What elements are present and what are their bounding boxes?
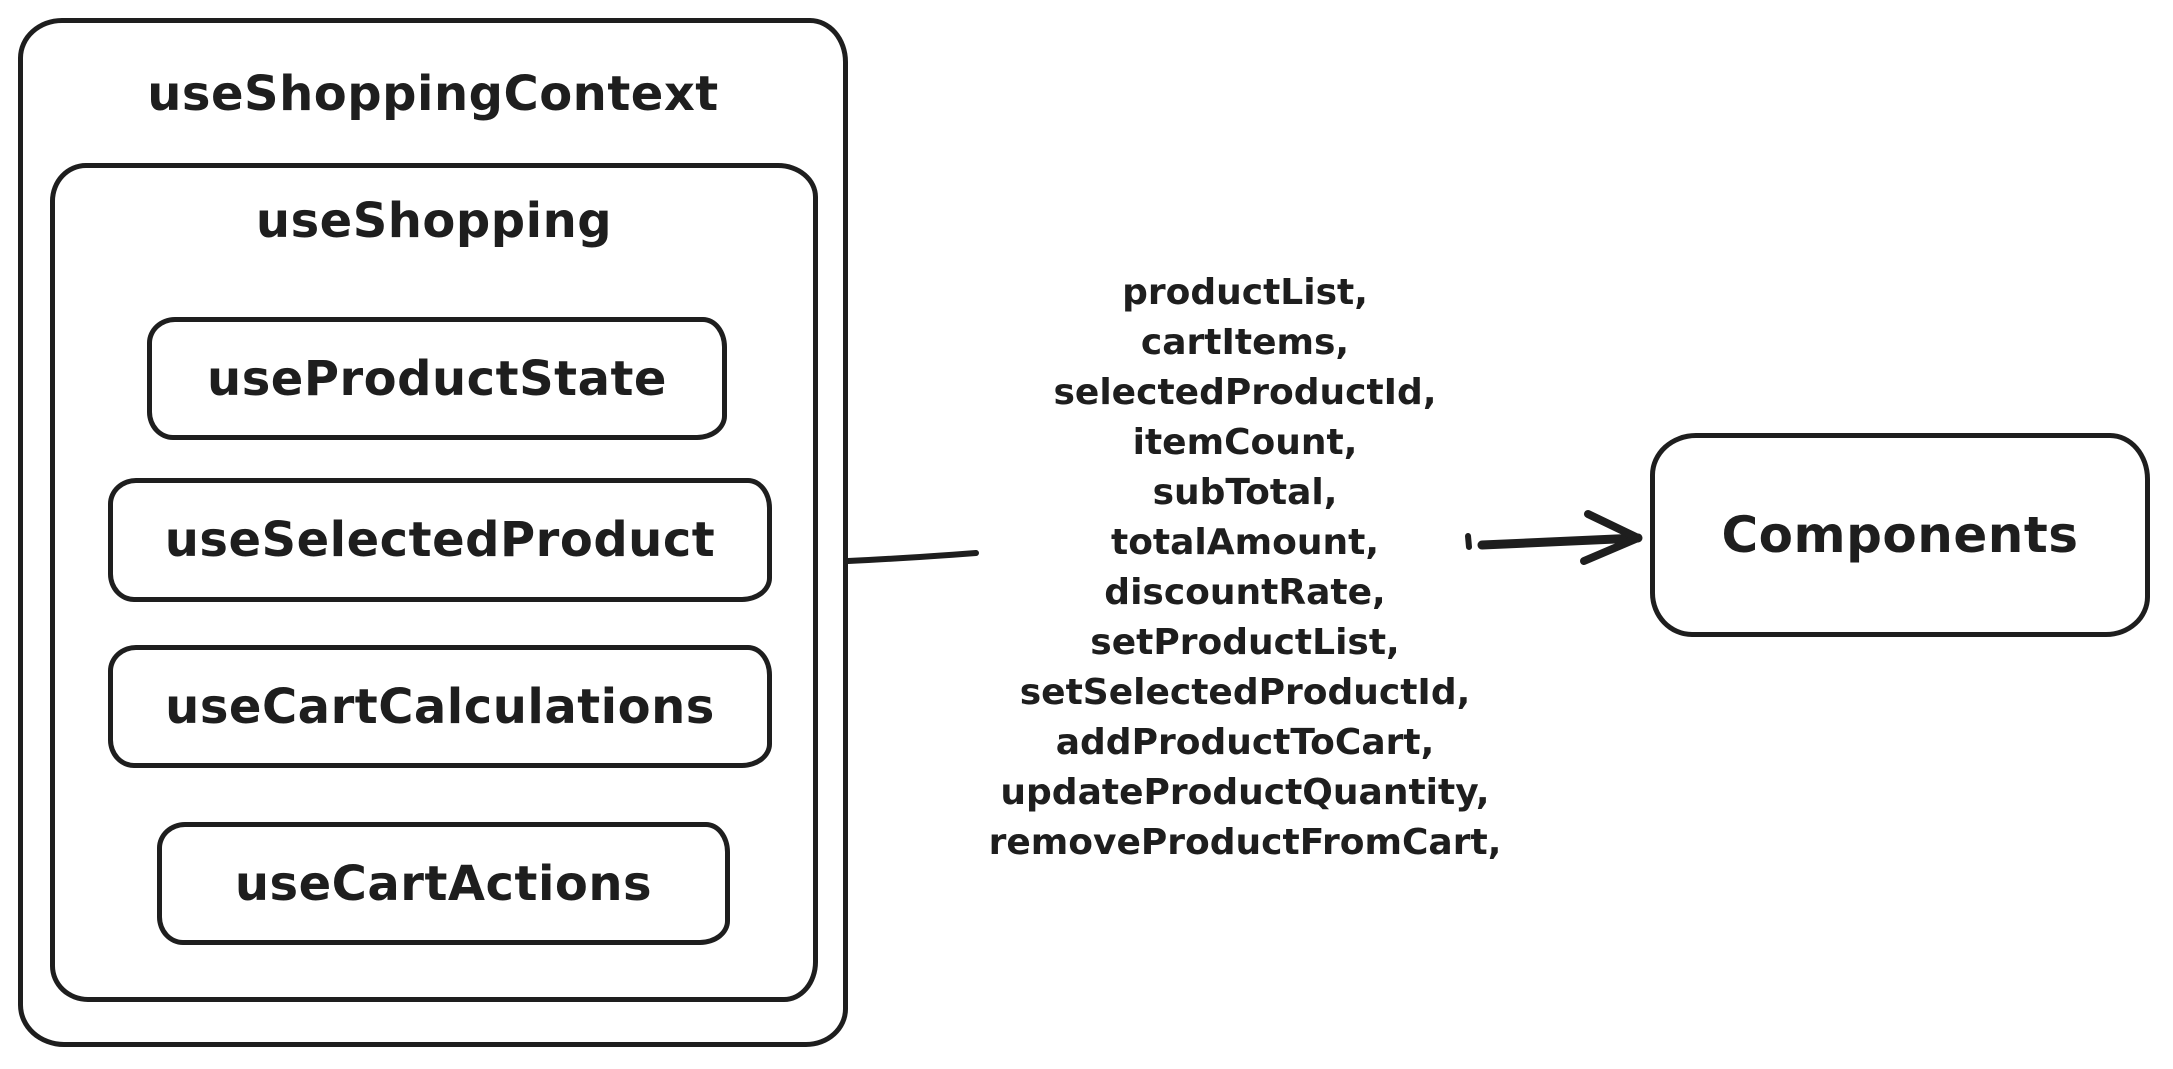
context-value-item: itemCount, bbox=[1132, 422, 1358, 463]
context-value-item: removeProductFromCart, bbox=[988, 822, 1502, 863]
consumer-label: Components bbox=[1721, 506, 2079, 564]
hook-label-use-product-state: useProductState bbox=[207, 350, 667, 407]
hook-box-use-cart-calculations: useCartCalculations bbox=[108, 645, 772, 768]
context-values-list: productList, cartItems, selectedProductI… bbox=[895, 268, 1595, 868]
hook-label-use-cart-actions: useCartActions bbox=[234, 855, 653, 912]
context-value-item: setSelectedProductId, bbox=[1019, 672, 1471, 713]
hook-label-use-selected-product: useSelectedProduct bbox=[164, 512, 716, 568]
context-value-item: updateProductQuantity, bbox=[1000, 772, 1490, 813]
context-value-item: totalAmount, bbox=[1110, 522, 1380, 563]
provider-title: useShoppingContext bbox=[147, 66, 719, 122]
hook-label-use-cart-calculations: useCartCalculations bbox=[165, 678, 715, 735]
context-value-item: productList, bbox=[1122, 272, 1368, 313]
context-value-item: addProductToCart, bbox=[1055, 722, 1435, 763]
hook-box-use-selected-product: useSelectedProduct bbox=[108, 478, 772, 602]
context-value-item: cartItems, bbox=[1140, 322, 1350, 363]
hook-box-use-product-state: useProductState bbox=[147, 317, 727, 440]
hook-box-use-cart-actions: useCartActions bbox=[157, 822, 730, 945]
context-value-item: subTotal, bbox=[1152, 472, 1338, 513]
provider-box: useShoppingContext bbox=[18, 18, 848, 1047]
context-value-item: discountRate, bbox=[1104, 572, 1386, 613]
hook-container-box: useShopping bbox=[50, 163, 818, 1002]
context-value-item: selectedProductId, bbox=[1053, 372, 1437, 413]
consumer-box: Components bbox=[1650, 433, 2150, 637]
context-value-item: setProductList, bbox=[1090, 622, 1400, 663]
hook-container-title: useShopping bbox=[255, 193, 613, 249]
